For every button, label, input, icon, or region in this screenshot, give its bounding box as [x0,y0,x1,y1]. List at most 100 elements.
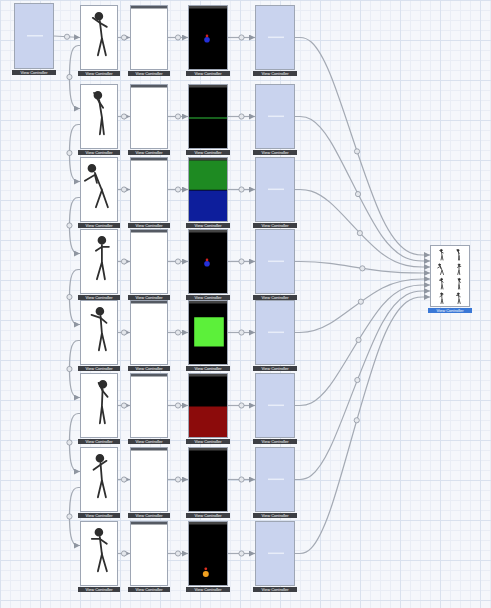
scene-title: View Controller [78,150,120,155]
scene-screen [255,521,295,586]
figure-arms [92,539,107,544]
view-controller-scene: View Controller [188,5,228,76]
figure-head [96,529,103,536]
figure-legs [458,299,460,303]
screen-illustration [256,448,295,512]
segue-icon [121,477,126,482]
figure-legs [458,270,460,274]
scene-title: View Controller [186,366,230,371]
segue [118,477,130,482]
scene-title: View Controller [253,223,297,228]
segue-icon [239,477,244,482]
figure-legs [98,554,107,571]
figure-arms [94,93,103,108]
segue-icon [175,403,180,408]
screen-illustration [431,246,470,307]
figure-legs [441,270,444,274]
screen-illustration [131,158,168,222]
view-controller-scene: View Controller [255,447,295,518]
segue [228,114,255,119]
view-controller-scene: View Controller [80,521,118,592]
screen-illustration [189,374,228,438]
scene-screen [130,300,168,365]
figure-legs [98,480,106,497]
view-controller-scene: View Controller [130,229,168,300]
segue-icon [239,35,244,40]
status-bar [131,301,168,304]
stick-figure [99,381,108,423]
label-placeholder [27,35,43,37]
scene-title: View Controller [253,71,297,76]
label-placeholder [268,37,284,39]
segue-icon [121,259,126,264]
view-controller-scene: View Controller [255,300,295,371]
status-bar [189,301,228,304]
view-controller-scene: View Controller [80,447,118,518]
figure-legs [96,190,108,207]
status-bar [131,230,168,233]
view-controller-scene: View Controller [80,157,118,228]
segue-icon [175,114,180,119]
screen-illustration [81,158,118,222]
view-controller-scene: View Controller [80,229,118,300]
screen-illustration [131,448,168,512]
scene-screen [130,373,168,438]
view-controller-scene: View Controller [188,373,228,444]
segue [168,403,188,408]
view-controller-scene: View Controller [255,229,295,300]
scene-title: View Controller [253,366,297,371]
screen-illustration [131,6,168,70]
scene-title: View Controller [128,71,170,76]
stick-figure [92,529,107,571]
stick-figure [440,249,444,260]
screen-illustration [131,374,168,438]
scene-screen [130,84,168,149]
stick-figure [94,455,107,497]
segue [168,35,188,40]
scene-screen [255,84,295,149]
scene-screen [188,300,228,365]
screen-illustration [256,85,295,149]
scene-screen [130,5,168,70]
segue [168,187,188,192]
figure-arms [440,251,444,253]
scene-title: View Controller [78,513,120,518]
segue-icon [355,191,360,196]
scene-title: View Controller [186,439,230,444]
screen-illustration [256,6,295,70]
screen-illustration [189,230,228,294]
screen-illustration [15,4,54,69]
stick-figure [439,278,443,289]
segue-icon [239,114,244,119]
figure-legs [97,262,105,279]
scene-title: View Controller [128,295,170,300]
figure-legs [100,406,105,423]
screen-illustration [131,301,168,365]
segue-line [295,262,430,274]
segue [118,35,130,40]
segue-icon [67,294,72,299]
screen-illustration [81,230,118,294]
label-placeholder [268,479,284,481]
ball-top [204,567,207,570]
view-controller-scene: View Controller [130,373,168,444]
scene-title: View Controller [186,150,230,155]
figure-head [97,455,104,462]
screen-illustration [256,374,295,438]
segue [118,403,130,408]
segue-line [295,117,430,262]
view-controller-scene: View Controller [430,245,470,313]
segue-line [295,190,430,268]
figure-arms [94,461,107,470]
scene-screen [80,521,118,586]
ball [203,571,209,577]
scene-screen [80,5,118,70]
figure-legs [459,256,460,260]
scene-title: View Controller [253,295,297,300]
segue [295,291,430,480]
scene-title: View Controller [12,70,56,75]
figure-arms [85,175,97,183]
view-controller-scene: View Controller [80,84,118,155]
segue-line [295,291,430,480]
figure-arms [458,266,461,267]
